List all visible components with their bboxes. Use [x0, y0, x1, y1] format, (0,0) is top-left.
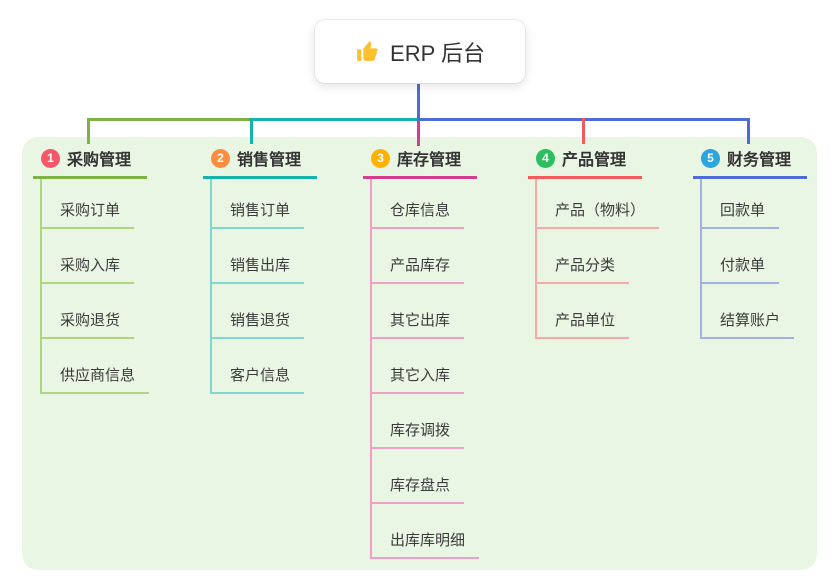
branch-inventory: 3 库存管理 仓库信息 产品库存 其它出库 其它入库 库存调拨 库存盘点 出库库… [363, 146, 480, 559]
root-node[interactable]: ERP 后台 [315, 20, 525, 83]
branch-2-drop-line [250, 118, 253, 144]
mindmap-node[interactable]: 产品（物料） [537, 179, 660, 229]
mindmap-node[interactable]: 供应商信息 [42, 339, 150, 394]
bus-line-left [87, 118, 251, 121]
branch-items: 采购订单 采购入库 采购退货 供应商信息 [40, 179, 150, 394]
branches-background-panel [22, 137, 817, 570]
mindmap-node[interactable]: 库存盘点 [372, 449, 465, 504]
branch-title: 采购管理 [67, 152, 132, 169]
branch-header[interactable]: 3 库存管理 [363, 146, 477, 179]
mindmap-node[interactable]: 付款单 [702, 229, 780, 284]
branch-title: 销售管理 [237, 152, 302, 169]
branch-title: 产品管理 [562, 152, 627, 169]
mindmap-node[interactable]: 采购退货 [42, 284, 135, 339]
bus-line-center [249, 118, 419, 121]
branch-items: 销售订单 销售出库 销售退货 客户信息 [210, 179, 305, 394]
mindmap-node[interactable]: 其它入库 [372, 339, 465, 394]
branch-5-drop-line [747, 118, 750, 144]
branch-sales: 2 销售管理 销售订单 销售出库 销售退货 客户信息 [203, 146, 317, 394]
mindmap-node[interactable]: 客户信息 [212, 339, 305, 394]
branch-header[interactable]: 5 财务管理 [693, 146, 807, 179]
branch-title: 库存管理 [397, 152, 462, 169]
branch-3-drop-line [417, 121, 420, 146]
branch-header[interactable]: 2 销售管理 [203, 146, 317, 179]
root-node-title: ERP 后台 [390, 40, 485, 66]
branch-number-badge: 2 [211, 148, 230, 168]
branch-header[interactable]: 4 产品管理 [528, 146, 642, 179]
branch-finance: 5 财务管理 回款单 付款单 结算账户 [693, 146, 807, 339]
thumbs-up-icon [355, 39, 380, 64]
root-connector-line [417, 83, 420, 119]
mindmap-node[interactable]: 回款单 [702, 179, 780, 229]
branch-header[interactable]: 1 采购管理 [33, 146, 147, 179]
mindmap-node[interactable]: 仓库信息 [372, 179, 465, 229]
mindmap-node[interactable]: 库存调拨 [372, 394, 465, 449]
branch-number-badge: 4 [536, 148, 555, 168]
branch-title: 财务管理 [727, 152, 792, 169]
mindmap-node[interactable]: 采购入库 [42, 229, 135, 284]
mindmap-node[interactable]: 产品库存 [372, 229, 465, 284]
mindmap-node[interactable]: 其它出库 [372, 284, 465, 339]
branch-number-badge: 3 [371, 148, 390, 168]
branch-purchase: 1 采购管理 采购订单 采购入库 采购退货 供应商信息 [33, 146, 150, 394]
mindmap-node[interactable]: 结算账户 [702, 284, 795, 339]
branch-1-drop-line [87, 118, 90, 144]
branch-items: 回款单 付款单 结算账户 [700, 179, 795, 339]
branch-items: 产品（物料） 产品分类 产品单位 [535, 179, 660, 339]
mindmap-node[interactable]: 产品分类 [537, 229, 630, 284]
mindmap-node[interactable]: 销售订单 [212, 179, 305, 229]
thumbs-up-icon-svg [357, 41, 378, 61]
branch-product: 4 产品管理 产品（物料） 产品分类 产品单位 [528, 146, 660, 339]
mindmap-node[interactable]: 采购订单 [42, 179, 135, 229]
branch-number-badge: 5 [701, 148, 720, 168]
mindmap-node[interactable]: 销售出库 [212, 229, 305, 284]
branch-items: 仓库信息 产品库存 其它出库 其它入库 库存调拨 库存盘点 出库库明细 [370, 179, 480, 559]
mindmap-node[interactable]: 出库库明细 [372, 504, 480, 559]
branch-4-drop-line [582, 118, 585, 144]
mindmap-node[interactable]: 销售退货 [212, 284, 305, 339]
mindmap-node[interactable]: 产品单位 [537, 284, 630, 339]
branch-number-badge: 1 [41, 148, 60, 168]
